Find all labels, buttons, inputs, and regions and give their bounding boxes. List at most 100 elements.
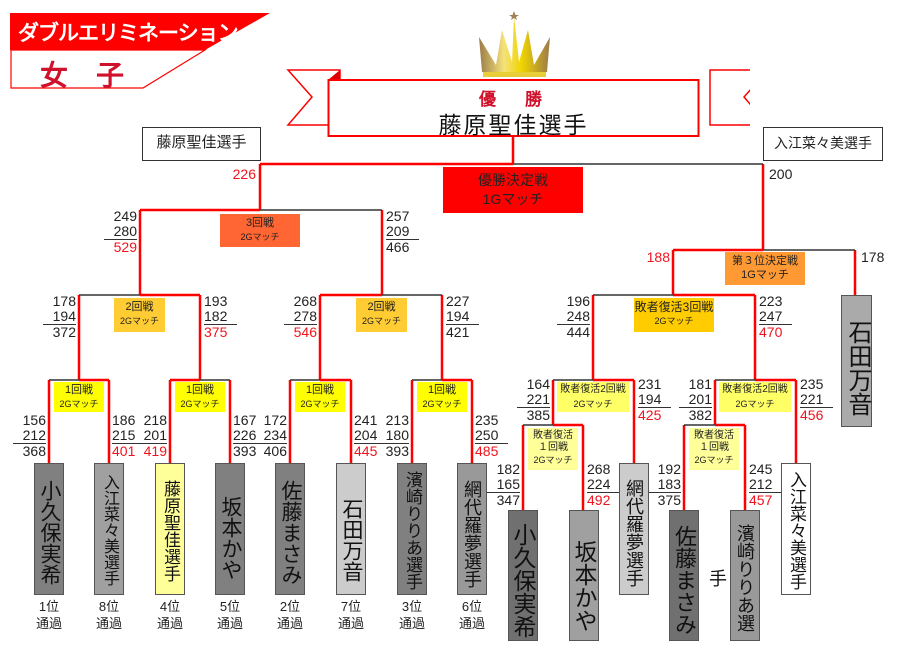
total: 546 (293, 324, 317, 340)
total: 425 (638, 407, 662, 423)
match-round: １回戦 (699, 442, 729, 453)
score: 167 (233, 412, 257, 428)
total: 529 (113, 239, 137, 255)
rank: 3位 (401, 599, 423, 614)
match-name: 1回戦 (427, 384, 457, 396)
score: 201 (134, 428, 167, 444)
player-box: 佐藤まさみ (669, 510, 699, 641)
match-format: 2Gマッチ (240, 232, 280, 242)
score: 183 (648, 477, 681, 493)
score: 194 (43, 309, 76, 325)
match-format: 2Gマッチ (573, 399, 613, 409)
score: 186 (112, 412, 136, 428)
rank: 4位 (159, 599, 181, 614)
match-name: 1回戦 (64, 384, 94, 396)
match-name: 敗者復活2回戦 (560, 384, 626, 395)
round1-label: 1回戦 2Gマッチ (54, 382, 104, 412)
total: 368 (22, 443, 46, 459)
score: 215 (112, 428, 145, 444)
score: 182 (496, 461, 520, 477)
total: 419 (143, 443, 167, 459)
match-format: 2Gマッチ (533, 455, 573, 465)
score: 223 (759, 293, 783, 309)
final-left-score: 226 (232, 166, 256, 182)
score: 224 (587, 477, 620, 493)
total: 347 (496, 492, 520, 508)
score: 234 (254, 428, 287, 444)
rank-label: 4位通過 (148, 598, 192, 632)
match-name: 2回戦 (125, 301, 154, 313)
total: 485 (475, 443, 499, 459)
rank-label: 7位通過 (329, 598, 373, 632)
total: 470 (759, 324, 783, 340)
pass-label: 通過 (276, 616, 303, 631)
rank-label: 6位通過 (450, 598, 494, 632)
match-name: 第３位決定戦 (732, 255, 798, 267)
total: 385 (526, 407, 550, 423)
score: 172 (263, 412, 287, 428)
pass-label: 通過 (398, 616, 425, 631)
player-box: 網代羅夢選手 (619, 463, 649, 595)
rank-label: 8位通過 (87, 598, 131, 632)
score: 165 (487, 477, 520, 493)
score: 249 (113, 208, 137, 224)
total: 393 (233, 443, 257, 459)
total: 421 (446, 324, 470, 340)
score: 268 (293, 293, 317, 309)
pass-label: 通過 (35, 616, 62, 631)
match-format: 2Gマッチ (735, 399, 775, 409)
rank: 6位 (461, 599, 483, 614)
final-right-score: 200 (769, 166, 793, 182)
score: 235 (475, 412, 499, 428)
score: 201 (679, 392, 712, 408)
champion-name: 藤原聖佳選手 (438, 112, 589, 138)
score: 213 (385, 412, 409, 428)
match-name: 敗者復活3回戦 (634, 300, 714, 314)
player-box: 小久保実希 (34, 463, 64, 595)
score: 156 (22, 412, 46, 428)
player-box: 佐藤まさみ (275, 463, 305, 595)
match-name: 3回戦 (245, 217, 275, 229)
rank: 8位 (98, 599, 120, 614)
score: 204 (354, 428, 387, 444)
round2-label: 2回戦 2Gマッチ (114, 298, 165, 332)
rank: 7位 (340, 599, 362, 614)
player-box: 石田万音 (841, 295, 872, 427)
score: 212 (13, 428, 46, 444)
player-box: 坂本かや (569, 510, 599, 641)
score: 192 (657, 461, 681, 477)
total: 382 (688, 407, 712, 423)
score: 227 (446, 293, 470, 309)
match-name: 2回戦 (367, 301, 396, 313)
match-format: 2Gマッチ (119, 316, 159, 326)
score: 212 (749, 477, 782, 493)
total: 375 (204, 324, 228, 340)
match-format: 2Gマッチ (694, 455, 734, 465)
pass-label: 通過 (216, 616, 243, 631)
score: 245 (749, 461, 773, 477)
match-format: 2Gマッチ (59, 399, 99, 409)
score: 209 (386, 224, 419, 240)
score: 241 (354, 412, 378, 428)
